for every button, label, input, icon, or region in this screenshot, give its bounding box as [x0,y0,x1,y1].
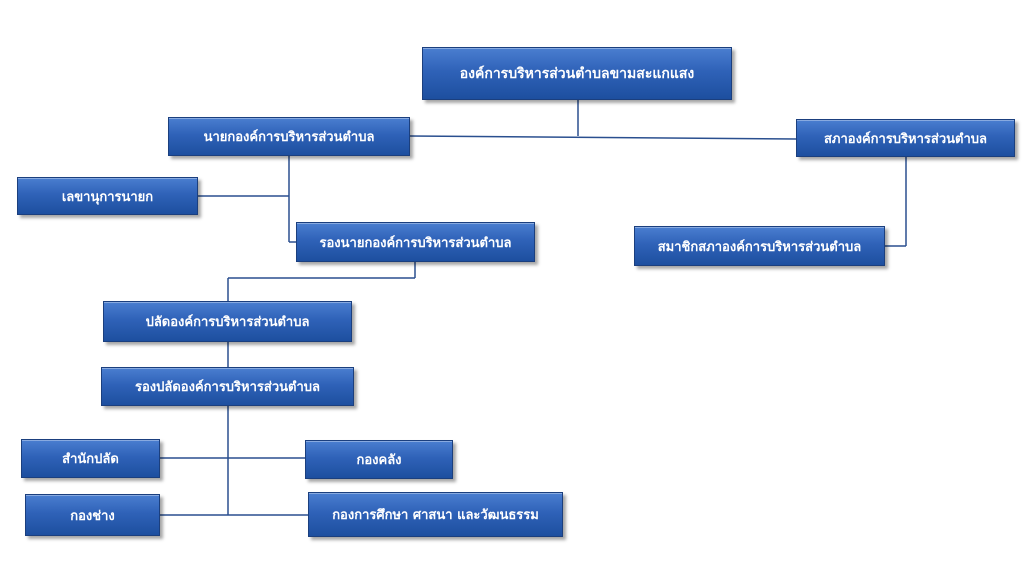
label-chief-administrator: ปลัดองค์การบริหารส่วนตำบล [145,315,310,330]
box-education-division: กองการศึกษา ศาสนา และวัฒนธรรม [308,492,563,537]
box-root: องค์การบริหารส่วนตำบลขามสะแกแสง [422,47,732,100]
box-finance-division: กองคลัง [305,440,453,479]
box-chief-administrator: ปลัดองค์การบริหารส่วนตำบล [103,301,352,342]
box-mayor-secretary: เลขานุการนายก [17,177,198,215]
label-council: สภาองค์การบริหารส่วนตำบล [824,131,987,147]
label-finance-division: กองคลัง [356,453,402,468]
connector-mayor-council [409,135,797,140]
box-mayor: นายกองค์การบริหารส่วนตำบล [168,117,410,156]
label-engineering-division: กองช่าง [70,508,115,524]
box-deputy-chief-administrator: รองปลัดองค์การบริหารส่วนตำบล [101,367,354,406]
box-deputy-mayor: รองนายกองค์การบริหารส่วนตำบล [296,222,535,262]
box-engineering-division: กองช่าง [25,494,160,536]
box-council: สภาองค์การบริหารส่วนตำบล [796,119,1015,157]
label-education-division: กองการศึกษา ศาสนา และวัฒนธรรม [332,508,539,523]
label-deputy-chief-administrator: รองปลัดองค์การบริหารส่วนตำบล [135,380,320,395]
label-deputy-mayor: รองนายกองค์การบริหารส่วนตำบล [319,235,512,251]
label-mayor-secretary: เลขานุการนายก [61,189,154,205]
box-council-member: สมาชิกสภาองค์การบริหารส่วนตำบล [634,226,885,266]
label-mayor: นายกองค์การบริหารส่วนตำบล [203,130,375,145]
label-office-of-chief: สำนักปลัด [62,452,119,467]
label-root: องค์การบริหารส่วนตำบลขามสะแกแสง [459,65,695,82]
label-council-member: สมาชิกสภาองค์การบริหารส่วนตำบล [657,239,862,255]
box-office-of-chief: สำนักปลัด [21,439,160,478]
